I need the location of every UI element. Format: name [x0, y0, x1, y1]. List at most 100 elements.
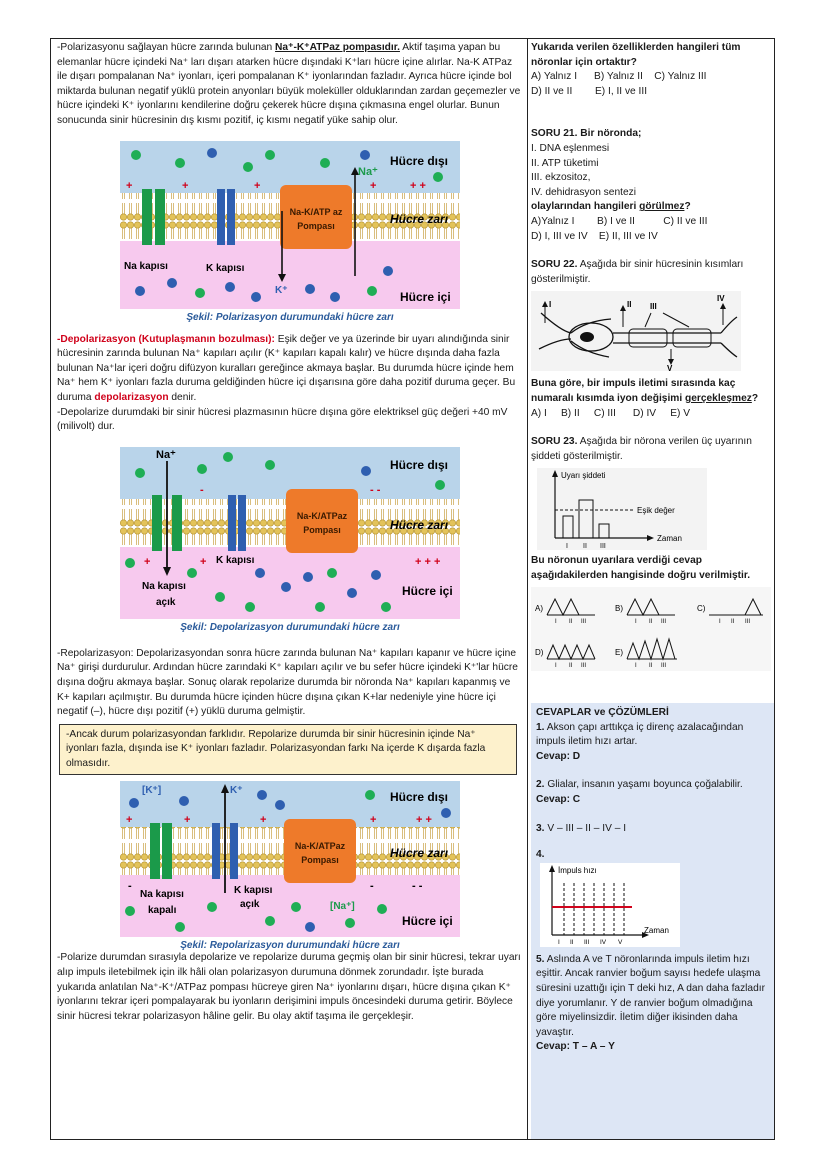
depolarization-text-b: denir.	[168, 391, 197, 403]
q23-d-tick-3: III	[581, 663, 586, 669]
pump3-label-2: Pompası	[301, 855, 339, 865]
q22-text: Aşağıda bir sinir hücresinin kısımları g…	[531, 259, 744, 285]
page-frame	[50, 38, 775, 1140]
q23-d-tick-2: II	[569, 663, 573, 669]
q22-label-2: II	[627, 300, 631, 309]
svg-text:+: +	[260, 814, 266, 826]
svg-text:+: +	[370, 814, 376, 826]
q23-d-tick-1: I	[555, 663, 557, 669]
q22-ask-c: ?	[751, 392, 759, 404]
ions-2: + + + + + - - -	[125, 451, 445, 612]
svg-text:+: +	[370, 180, 376, 192]
figure-polarization: Na-K/ATP az Pompası Na⁺ K⁺ Hücre dışı Hü…	[120, 140, 460, 323]
answer-1-text: Akson çapı arttıkça iç direnç azalacağın…	[536, 721, 744, 748]
answer-1-result: Cevap: D	[536, 750, 581, 762]
polarization-intro: -Polarizasyonu sağlayan hücre zarında bu…	[57, 41, 523, 129]
q22-intro: SORU 22. Aşağıda bir sinir hücresinin kı…	[531, 258, 774, 287]
svg-text:+: +	[184, 814, 190, 826]
na-k-pump-2	[286, 488, 358, 553]
q23-ask: Bu nöronun uyarılara verdiği cevap aşağı…	[531, 555, 751, 581]
q21-ask-b: görülmez	[639, 201, 685, 213]
q23-option-d-letter: D)	[535, 648, 544, 657]
depolarization-voltage: -Depolarize durumdaki bir sinir hücresi …	[57, 406, 508, 433]
k-gate-label-2: K kapısı	[216, 555, 255, 566]
q21-options-1: A)Yalnız I B) I ve II C) II ve III	[531, 215, 708, 227]
a4-x-label: Zaman	[644, 926, 669, 935]
ions-1: + + + + + +	[126, 147, 443, 302]
q23-option-c-letter: C)	[697, 604, 706, 613]
na-gate-label-2a: Na kapısı	[142, 581, 186, 592]
svg-text:+: +	[144, 556, 150, 568]
column-divider	[527, 38, 528, 1140]
q23-c-tick-2: II	[731, 619, 735, 625]
q23-threshold-label: Eşik değer	[637, 506, 675, 515]
q23-b-tick-3: III	[661, 619, 666, 625]
figure-3-caption: Şekil: Repolarizasyon durumundaki hücre …	[180, 940, 400, 952]
answer-2-text: Glialar, insanın yaşamı boyunca çoğalabi…	[544, 779, 743, 791]
stimulus-chart: Uyarı şiddeti Zaman Eşik değer I II III	[537, 468, 707, 551]
q23-a-tick-2: II	[569, 619, 573, 625]
sodium-channel-open	[152, 494, 162, 551]
depolarization-title: -Depolarizasyon (Kutuplaşmanın bozulması…	[57, 333, 275, 345]
sodium-channel	[142, 188, 165, 245]
inside-label-2: Hücre içi	[402, 584, 453, 598]
figure-depolarization: Na-K/ATPaz Pompası Na⁺ Hücre dışı Hücre …	[120, 446, 460, 633]
q23-a-tick-1: I	[555, 619, 557, 625]
depolarization-word: depolarizasyon	[94, 391, 169, 403]
figure-1-caption: Şekil: Polarizasyon durumundaki hücre za…	[186, 311, 394, 323]
membrane-diagram-3: Na-K/ATPaz Pompası [K⁺] K⁺ [Na⁺] Hücre d…	[120, 781, 460, 938]
answer-2-num: 2.	[536, 779, 545, 791]
q21-options-2: D) I, III ve IV E) II, III ve IV	[531, 230, 658, 242]
answer-3-num: 3.	[536, 822, 545, 834]
potassium-channel-open	[212, 823, 220, 880]
membrane-label-3: Hücre zarı	[390, 846, 449, 860]
answers-title: CEVAPLAR ve ÇÖZÜMLERİ	[536, 707, 669, 718]
repolarization-text: -Repolarizasyon: Depolarizasyondan sonra…	[57, 647, 518, 718]
potassium-channel	[217, 188, 235, 245]
pump2-label-2: Pompası	[303, 525, 341, 535]
q23-tick-2: II	[583, 543, 587, 550]
answer-5: 5. Aslında A ve T nöronlarında impuls il…	[536, 953, 769, 1041]
intro-text-a: -Polarizasyonu sağlayan hücre zarında bu…	[57, 42, 276, 53]
impulse-speed-chart: İmpuls hızı Zaman I II III IV V	[540, 862, 680, 947]
na-gate-label-3a: Na kapısı	[140, 889, 184, 900]
q21-ask-a: olaylarından hangileri	[531, 201, 640, 213]
a4-tick-5: V	[618, 939, 623, 946]
q21-item-1: I. DNA eşlenmesi	[531, 142, 610, 154]
outside-label-3: Hücre dışı	[390, 790, 448, 804]
k-gate-label-3b: açık	[240, 899, 260, 910]
q23-e-tick-3: III	[661, 663, 666, 669]
q22-title: SORU 22.	[531, 259, 578, 271]
q20-options-2: D) II ve II E) I, II ve III	[531, 85, 648, 97]
pump3-label-1: Na-K/ATPaz	[295, 841, 346, 851]
a4-tick-4: IV	[600, 939, 607, 946]
answer-5-num: 5.	[536, 953, 545, 965]
k-ion-label: K⁺	[275, 285, 288, 296]
answer-1-num: 1.	[536, 721, 545, 733]
final-paragraph: -Polarize durumdan sırasıyla depolarize …	[57, 952, 521, 1022]
q23-e-tick-1: I	[635, 663, 637, 669]
q23-title: SORU 23.	[531, 436, 578, 448]
na-conc-label: [Na⁺]	[330, 901, 355, 912]
intro-text-c: Aktif taşıma yapan bu elemanlar hücre iç…	[57, 42, 521, 126]
svg-text:+: +	[182, 180, 188, 192]
q22-ask-a: Buna göre, bir impuls iletimi sırasında …	[531, 378, 736, 404]
depolarization-text-a: Eşik değer ve ya üzerinde bir uyarı alın…	[57, 333, 516, 403]
q23-option-a-letter: A)	[535, 604, 543, 613]
outside-label: Hücre dışı	[390, 154, 448, 168]
na-k-pump-3	[284, 819, 356, 884]
sodium-channel-closed	[150, 823, 160, 880]
answer-2: 2. Glialar, insanın yaşamı boyunca çoğal…	[536, 778, 769, 793]
svg-text:+: +	[126, 814, 132, 826]
q20-options-1: A) Yalnız I B) Yalnız II C) Yalnız III	[531, 71, 707, 83]
pump2-label-1: Na-K/ATPaz	[297, 511, 348, 521]
inside-region	[120, 240, 460, 309]
q23-tick-1: I	[566, 543, 568, 550]
k-ion-label-3: K⁺	[230, 785, 243, 796]
k-gate-label-3a: K kapısı	[234, 885, 273, 896]
